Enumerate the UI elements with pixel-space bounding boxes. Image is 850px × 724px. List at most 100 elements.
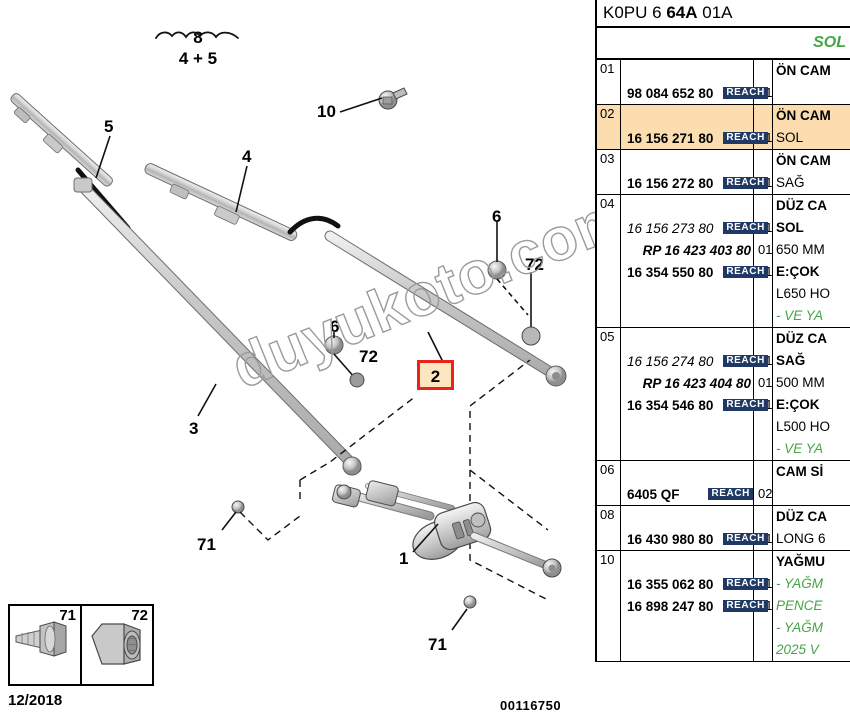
part-number: 16 898 247 80 <box>627 598 714 614</box>
spacer <box>621 438 753 460</box>
selected-part-highlight[interactable]: 2 <box>417 360 454 390</box>
fastener-inset-box: 71 72 <box>8 604 154 686</box>
description-line: 650 MM <box>776 242 825 257</box>
drawing-number: 00116750 <box>500 698 562 713</box>
description-line: PENCE <box>776 598 823 613</box>
row-index: 03 <box>597 150 621 194</box>
spacer <box>756 461 772 483</box>
spacer <box>756 328 772 350</box>
quantity-cell: 02 <box>754 461 773 505</box>
description-line: DÜZ CA <box>776 198 827 213</box>
quantity-value: 01 <box>758 242 773 257</box>
row-index: 10 <box>597 551 621 661</box>
spacer <box>621 506 753 528</box>
bracket-top-label: 8 <box>193 28 203 47</box>
callout-4: 4 <box>242 147 252 166</box>
description-line: - VE YA <box>776 441 824 456</box>
spacer <box>621 283 753 305</box>
callout-2: 2 <box>430 367 441 386</box>
reach-badge: REACH <box>723 221 768 235</box>
spacer <box>756 551 772 573</box>
description-line: CAM Sİ <box>776 464 824 479</box>
part-number: 98 084 652 80 <box>627 85 714 101</box>
description-line: - YAĞM <box>776 620 824 635</box>
title-prefix: K0PU 6 <box>603 3 662 22</box>
part-number-line: 16 430 980 80 REACH <box>621 528 768 550</box>
description-line: ÖN CAM <box>776 63 831 78</box>
callout-6-right: 6 <box>492 207 502 226</box>
spacer <box>756 60 772 82</box>
part-number: 16 430 980 80 <box>627 531 714 547</box>
description-line: E:ÇOK <box>776 264 820 279</box>
part-number: 16 156 274 80 <box>627 353 714 369</box>
description-line: ÖN CAM <box>776 108 831 123</box>
spacer <box>621 305 753 327</box>
reach-badge: REACH <box>723 265 768 279</box>
spacer <box>756 438 772 460</box>
parts-diagram: 8 4 + 5 5 4 10 6 72 6 72 3 71 1 71 2 duy… <box>8 28 640 713</box>
spacer <box>756 305 772 327</box>
part-number: 16 156 271 80 <box>627 130 714 146</box>
row-index: 04 <box>597 195 621 327</box>
spacer <box>756 639 772 661</box>
row-index: 08 <box>597 506 621 550</box>
bolt-icon <box>15 621 67 657</box>
reach-badge: REACH <box>723 532 768 546</box>
callout-10: 10 <box>317 102 336 121</box>
callout-72-right: 72 <box>525 255 544 274</box>
row-index: 05 <box>597 328 621 460</box>
row-index: 02 <box>597 105 621 149</box>
part-number: 16 156 273 80 <box>627 220 714 236</box>
reach-badge: REACH <box>723 577 768 591</box>
part-number-cell: 16 355 062 80 REACH 16 898 247 80 REACH <box>621 551 768 661</box>
quantity-value: 01 <box>758 375 773 390</box>
reach-badge: REACH <box>723 599 768 613</box>
table-subheader: SOL <box>595 28 850 60</box>
title-suffix: 01A <box>702 3 733 22</box>
part-number-line: RP 16 423 404 80 <box>621 372 753 394</box>
description-line: 2025 V <box>776 642 819 657</box>
callout-71-right: 71 <box>428 635 447 654</box>
callout-1: 1 <box>399 549 409 568</box>
description-line: DÜZ CA <box>776 509 827 524</box>
spacer <box>621 195 753 217</box>
curly-brace-icon <box>155 31 239 39</box>
description-line: - VE YA <box>776 308 824 323</box>
inset-label-72: 72 <box>131 607 148 624</box>
part-number-line: 16 898 247 80 REACH <box>621 595 768 617</box>
spacer <box>621 617 753 639</box>
spacer <box>621 461 753 483</box>
spacer <box>756 617 772 639</box>
part-number: 16 355 062 80 <box>627 576 714 592</box>
table-title: K0PU 6 64A 01A <box>595 0 850 28</box>
spacer <box>776 483 850 505</box>
callout-3: 3 <box>189 419 199 438</box>
part-number-line: 16 156 273 80 REACH <box>621 217 768 239</box>
description-line: 500 MM <box>776 375 825 390</box>
spacer <box>621 60 753 82</box>
part-number-line: RP 16 423 403 80 <box>621 239 753 261</box>
description-line: LONG 6 <box>776 531 826 546</box>
title-code: 64A <box>666 3 698 22</box>
